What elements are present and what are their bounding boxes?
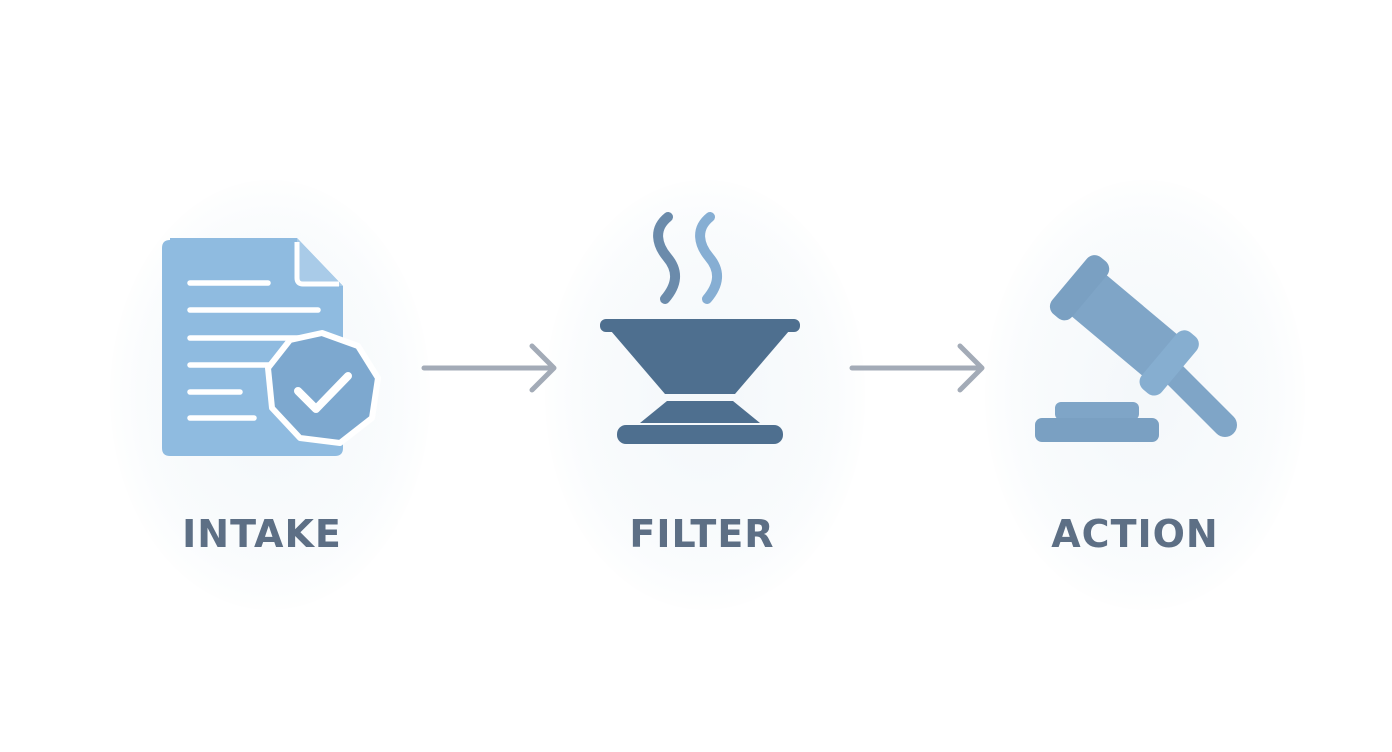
document-check-icon <box>162 238 381 456</box>
arrow-right-icon <box>849 343 985 393</box>
steaming-filter-icon <box>600 212 800 444</box>
gavel-icon <box>1035 255 1237 442</box>
stage-label-action: ACTION <box>1051 512 1219 556</box>
action-glow <box>985 180 1305 610</box>
stage-label-filter: FILTER <box>629 512 775 556</box>
arrow-right-icon <box>421 343 557 393</box>
stage-label-intake: INTAKE <box>182 512 342 556</box>
